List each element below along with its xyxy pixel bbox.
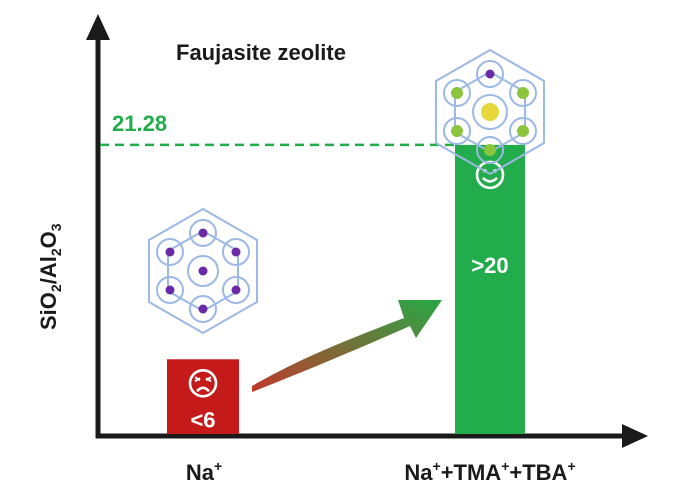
ylabel-sub-1: 2 bbox=[48, 284, 64, 292]
x-axis-arrowhead bbox=[622, 424, 648, 448]
bar-label-na: <6 bbox=[190, 407, 215, 432]
zeolite-framework-na-icon bbox=[148, 207, 258, 335]
x-tick-label-na-tma-tba: Na++TMA++TBA+ bbox=[404, 458, 575, 485]
x-tick-2-mid2: +TBA bbox=[509, 460, 567, 485]
x-tick-2-mid1: +TMA bbox=[441, 460, 502, 485]
x-tick-2-sup3: + bbox=[567, 458, 575, 474]
ylabel-sub-2: 2 bbox=[48, 248, 64, 256]
bar-na-tma-tba bbox=[455, 144, 525, 435]
x-tick-2-sup2: + bbox=[501, 458, 509, 474]
x-tick-2-base: Na bbox=[404, 460, 433, 485]
x-tick-na-base: Na bbox=[186, 460, 215, 485]
x-tick-label-na: Na+ bbox=[186, 458, 222, 485]
chart-title: Faujasite zeolite bbox=[176, 40, 346, 65]
zeolite-framework-mixed-icon bbox=[435, 48, 545, 176]
bar-label-na-tma-tba: >20 bbox=[471, 253, 508, 278]
ylabel-sub-3: 3 bbox=[48, 223, 64, 231]
ylabel-part-c: O bbox=[36, 231, 61, 248]
x-tick-na-sup: + bbox=[214, 458, 222, 474]
x-tick-2-sup1: + bbox=[433, 458, 441, 474]
reference-line-label: 21.28 bbox=[112, 111, 167, 136]
ylabel-part-a: SiO bbox=[36, 292, 61, 330]
ylabel-part-slash: /Al bbox=[36, 256, 61, 284]
sad-face-icon bbox=[188, 368, 218, 398]
y-axis-label: SiO2/Al2O3 bbox=[36, 223, 64, 330]
trend-arrow bbox=[252, 300, 442, 392]
y-axis-arrowhead bbox=[86, 14, 110, 40]
